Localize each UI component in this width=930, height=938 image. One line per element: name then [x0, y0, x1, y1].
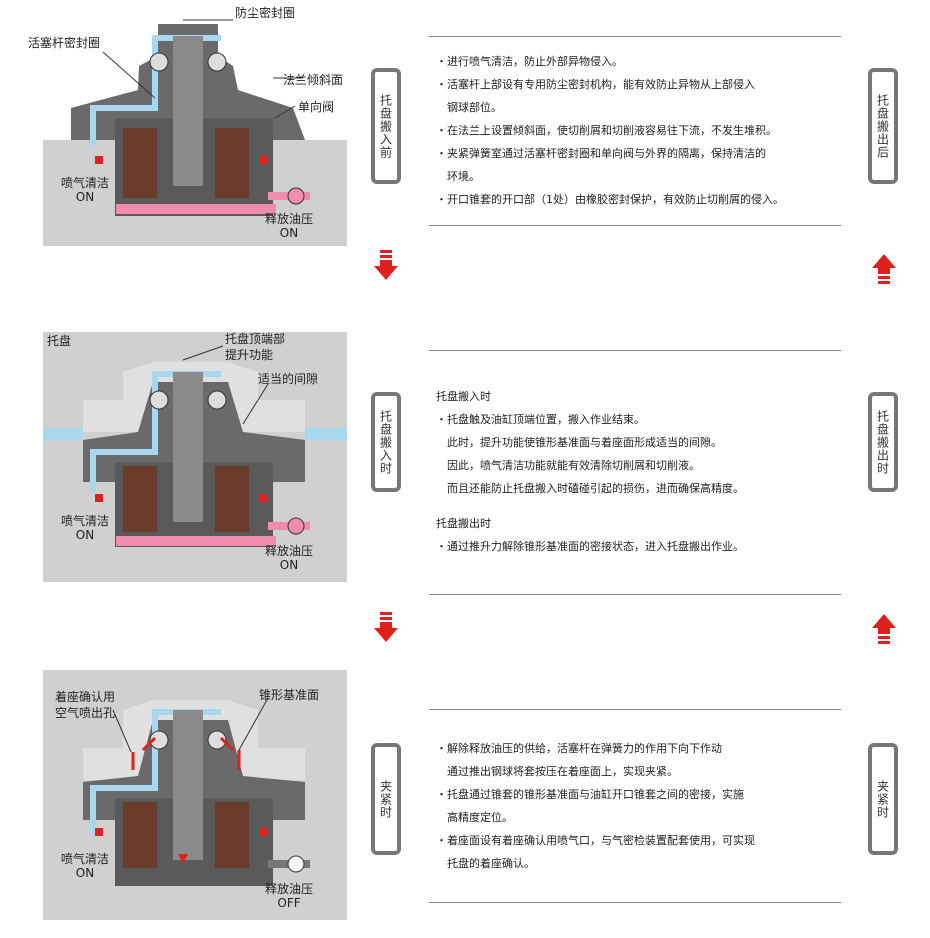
release-pressure-state: ON: [279, 226, 299, 240]
release-pressure-state: ON: [279, 558, 299, 572]
taper-ref-label: 锥形基准面: [259, 688, 320, 702]
stage1-bullet: 环境。: [436, 170, 480, 183]
air-clean-label: 喷气清洁 ON: [61, 852, 109, 880]
stage1-bullet: ・在法兰上设置倾斜面，使切削屑和切削液容易往下流，不发生堆积。: [436, 124, 777, 137]
stage3-bullet: ・着座面设有着座确认用喷气口，与气密检装置配套使用，可实现: [436, 834, 755, 847]
tab-during-loading-label: 托盘搬入时: [378, 409, 393, 475]
tab-during-unloading: 托盘搬出时: [868, 392, 898, 492]
clamp-cross-section-loading: [43, 332, 347, 582]
stage3-bullet: 通过推出钢球将套按压在着座面上，实现夹紧。: [436, 765, 678, 778]
stage1-bullet: ・进行喷气清洁，防止外部异物侵入。: [436, 55, 623, 68]
lift-function-label: 提升功能: [225, 348, 274, 362]
divider: [429, 709, 841, 710]
divider: [429, 902, 841, 903]
top-part-label: 托盘顶端部: [225, 332, 286, 346]
seat-check-label-1: 着座确认用: [55, 690, 116, 704]
tab-before-loading: 托盘搬入前: [371, 68, 401, 184]
proper-gap-label: 适当的间隙: [258, 372, 319, 386]
air-clean-label: 喷气清洁 ON: [61, 176, 109, 204]
air-clean-state: ON: [75, 528, 95, 542]
dust-seal-label: 防尘密封圈: [235, 6, 296, 20]
divider: [429, 36, 841, 37]
check-valve-label: 单向阀: [298, 100, 335, 114]
diagram-clamping: 着座确认用 空气喷出孔 锥形基准面 喷气清洁 ON 释放油压 OFF: [43, 670, 347, 920]
divider: [429, 350, 841, 351]
tab-during-loading: 托盘搬入时: [371, 392, 401, 492]
unloading-heading: 托盘搬出时: [436, 517, 491, 530]
release-pressure-state: OFF: [277, 896, 301, 910]
clamp-cross-section-before: [43, 19, 347, 246]
tab-after-unloading: 托盘搬出后: [868, 68, 898, 184]
clamp-cross-section-clamping: [43, 670, 347, 920]
stage3-description: ・解除释放油压的供给，活塞杆在弹簧力的作用下向下作动 通过推出钢球将套按压在着座…: [436, 737, 846, 875]
release-pressure-label: 释放油压 ON: [265, 544, 313, 572]
stage2-bullet: 而且还能防止托盘搬入时磕碰引起的损伤，进而确保高精度。: [436, 482, 744, 495]
stage1-description: ・进行喷气清洁，防止外部异物侵入。 ・活塞杆上部设有专用防尘密封机构，能有效防止…: [436, 50, 846, 211]
tab-clamping-right: 夹紧时: [868, 743, 898, 855]
release-pressure-label: 释放油压 OFF: [265, 882, 313, 910]
tab-clamping-left-label: 夹紧时: [378, 779, 393, 819]
tab-clamping-right-label: 夹紧时: [875, 779, 890, 819]
tab-after-unloading-label: 托盘搬出后: [875, 93, 890, 159]
tab-before-loading-label: 托盘搬入前: [378, 93, 393, 159]
air-clean-state: ON: [75, 866, 95, 880]
stage3-bullet: ・解除释放油压的供给，活塞杆在弹簧力的作用下向下作动: [436, 742, 722, 755]
stage3-bullet: 托盘的着座确认。: [436, 857, 535, 870]
diagram-during-loading: 托盘 托盘顶端部 提升功能 适当的间隙 喷气清洁 ON 释放油压 ON: [43, 332, 347, 582]
loading-heading: 托盘搬入时: [436, 390, 491, 403]
stage1-bullet: ・活塞杆上部设有专用防尘密封机构，能有效防止异物从上部侵入: [436, 78, 755, 91]
release-pressure-label: 释放油压 ON: [265, 212, 313, 240]
tab-during-unloading-label: 托盘搬出时: [875, 409, 890, 475]
stage2-bullet: 此时，提升功能使锥形基准面与着座面形成适当的间隙。: [436, 436, 722, 449]
flange-slope-label: 法兰倾斜面: [283, 73, 344, 87]
down-arrow-icon: [374, 612, 398, 642]
air-clean-text: 喷气清洁: [61, 852, 110, 866]
stage3-bullet: ・托盘通过锥套的锥形基准面与油缸开口锥套之间的密接，实施: [436, 788, 744, 801]
air-clean-label: 喷气清洁 ON: [61, 514, 109, 542]
pallet-label: 托盘: [47, 334, 72, 348]
stage2-bullet: ・托盘触及油缸顶端位置，搬入作业结束。: [436, 413, 645, 426]
release-pressure-text: 释放油压: [265, 212, 314, 226]
release-pressure-text: 释放油压: [265, 544, 314, 558]
stage1-bullet: ・开口锥套的开口部（1处）由橡胶密封保护，有效防止切削屑的侵入。: [436, 193, 784, 206]
air-clean-text: 喷气清洁: [61, 514, 110, 528]
stage2-bullet: 因此，喷气清洁功能就能有效清除切削屑和切削液。: [436, 459, 700, 472]
air-clean-state: ON: [75, 190, 95, 204]
air-clean-text: 喷气清洁: [61, 176, 110, 190]
stage2-bullet: ・通过推升力解除锥形基准面的密接状态，进入托盘搬出作业。: [436, 540, 744, 553]
stage3-bullet: 高精度定位。: [436, 811, 513, 824]
release-pressure-text: 释放油压: [265, 882, 314, 896]
divider: [429, 225, 841, 226]
stage1-bullet: 钢球部位。: [436, 101, 502, 114]
stage1-bullet: ・夹紧弹簧室通过活塞杆密封圈和单向阀与外界的隔离，保持清洁的: [436, 147, 766, 160]
seat-check-label-2: 空气喷出孔: [55, 706, 116, 720]
diagram-before-loading: 防尘密封圈 活塞杆密封圈 法兰倾斜面 单向阀 喷气清洁 ON 释放油压 ON: [28, 6, 347, 256]
tab-clamping-left: 夹紧时: [371, 743, 401, 855]
up-arrow-icon: [872, 254, 896, 284]
divider: [429, 594, 841, 595]
up-arrow-icon: [872, 614, 896, 644]
rod-seal-label: 活塞杆密封圈: [28, 36, 101, 50]
down-arrow-icon: [374, 250, 398, 280]
stage2-description: 托盘搬入时 ・托盘触及油缸顶端位置，搬入作业结束。 此时，提升功能使锥形基准面与…: [436, 385, 846, 558]
